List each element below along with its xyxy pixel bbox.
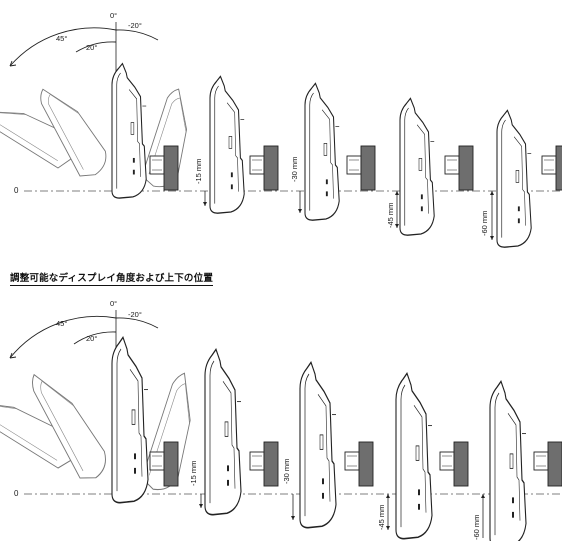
bottom-dim-45-label: -45 mm (377, 505, 386, 530)
top-angle-neg20: -20° (128, 21, 142, 30)
bottom-monitor-0 (111, 336, 149, 504)
top-stand-45 (444, 145, 474, 191)
bottom-monitor-45 (395, 372, 433, 540)
top-arc-neg20 (115, 29, 159, 41)
top-arc-20 (75, 41, 117, 53)
top-panel: 0 0° -20° 45° 20° -15 mm -30 mm (0, 11, 562, 248)
bottom-dim-30-label: -30 mm (282, 459, 291, 484)
top-dim-30-arrow (298, 209, 302, 213)
bottom-arc-neg20 (115, 317, 159, 329)
top-dim-60-label: -60 mm (480, 211, 489, 236)
section-title: 調整可能なディスプレイ角度および上下の位置 (10, 270, 214, 286)
bottom-dim-45-arrow (386, 494, 390, 530)
bottom-stand-60 (533, 441, 562, 487)
top-stand-60 (541, 145, 562, 191)
top-monitor-60 (496, 109, 532, 248)
bottom-dim-15-arrow (199, 504, 203, 508)
top-baseline-label: 0 (14, 186, 19, 195)
bottom-dim-15-label: -15 mm (189, 461, 198, 486)
bottom-dim-30-arrow (291, 516, 295, 520)
top-arc-45 (9, 27, 117, 67)
bottom-angle-45: 45° (56, 319, 67, 328)
top-stand-30 (346, 145, 376, 191)
bottom-arc-45-arrow (9, 352, 17, 359)
top-monitor-15 (209, 75, 245, 214)
bottom-angle-0: 0° (110, 299, 117, 308)
bottom-monitor-30 (299, 361, 337, 529)
bottom-angle-20: 20° (86, 334, 97, 343)
bottom-panel: 0 0° -20° 45° 20° -15 mm -30 mm -45 mm (0, 299, 562, 546)
bottom-stand-30 (344, 441, 374, 487)
top-dim-45-arrow (395, 191, 399, 228)
bottom-stand-45 (439, 441, 469, 487)
top-dim-15-label: -15 mm (194, 159, 203, 184)
top-dim-30-label: -30 mm (290, 157, 299, 182)
bottom-dim-60-arrow (481, 494, 485, 498)
top-angle-0: 0° (110, 11, 117, 20)
bottom-angle-neg20: -20° (128, 310, 142, 319)
top-dim-15-arrow (203, 202, 207, 206)
top-stand-15 (249, 145, 279, 191)
top-arc-45-arrow (9, 60, 17, 67)
top-monitor-45 (399, 97, 435, 236)
bottom-monitor-60 (489, 380, 527, 546)
bottom-arc-20 (73, 331, 117, 345)
bottom-stand-15 (249, 441, 279, 487)
top-monitor-30 (304, 82, 340, 221)
bottom-baseline-label: 0 (14, 489, 19, 498)
top-angle-20: 20° (86, 43, 97, 52)
top-monitor-0 (111, 62, 147, 199)
bottom-dim-60-label: -60 mm (472, 515, 481, 540)
bottom-arc-45 (9, 315, 117, 359)
top-dim-45-label: -45 mm (386, 203, 395, 228)
bottom-monitor-15 (204, 348, 242, 516)
top-angle-45: 45° (56, 34, 67, 43)
